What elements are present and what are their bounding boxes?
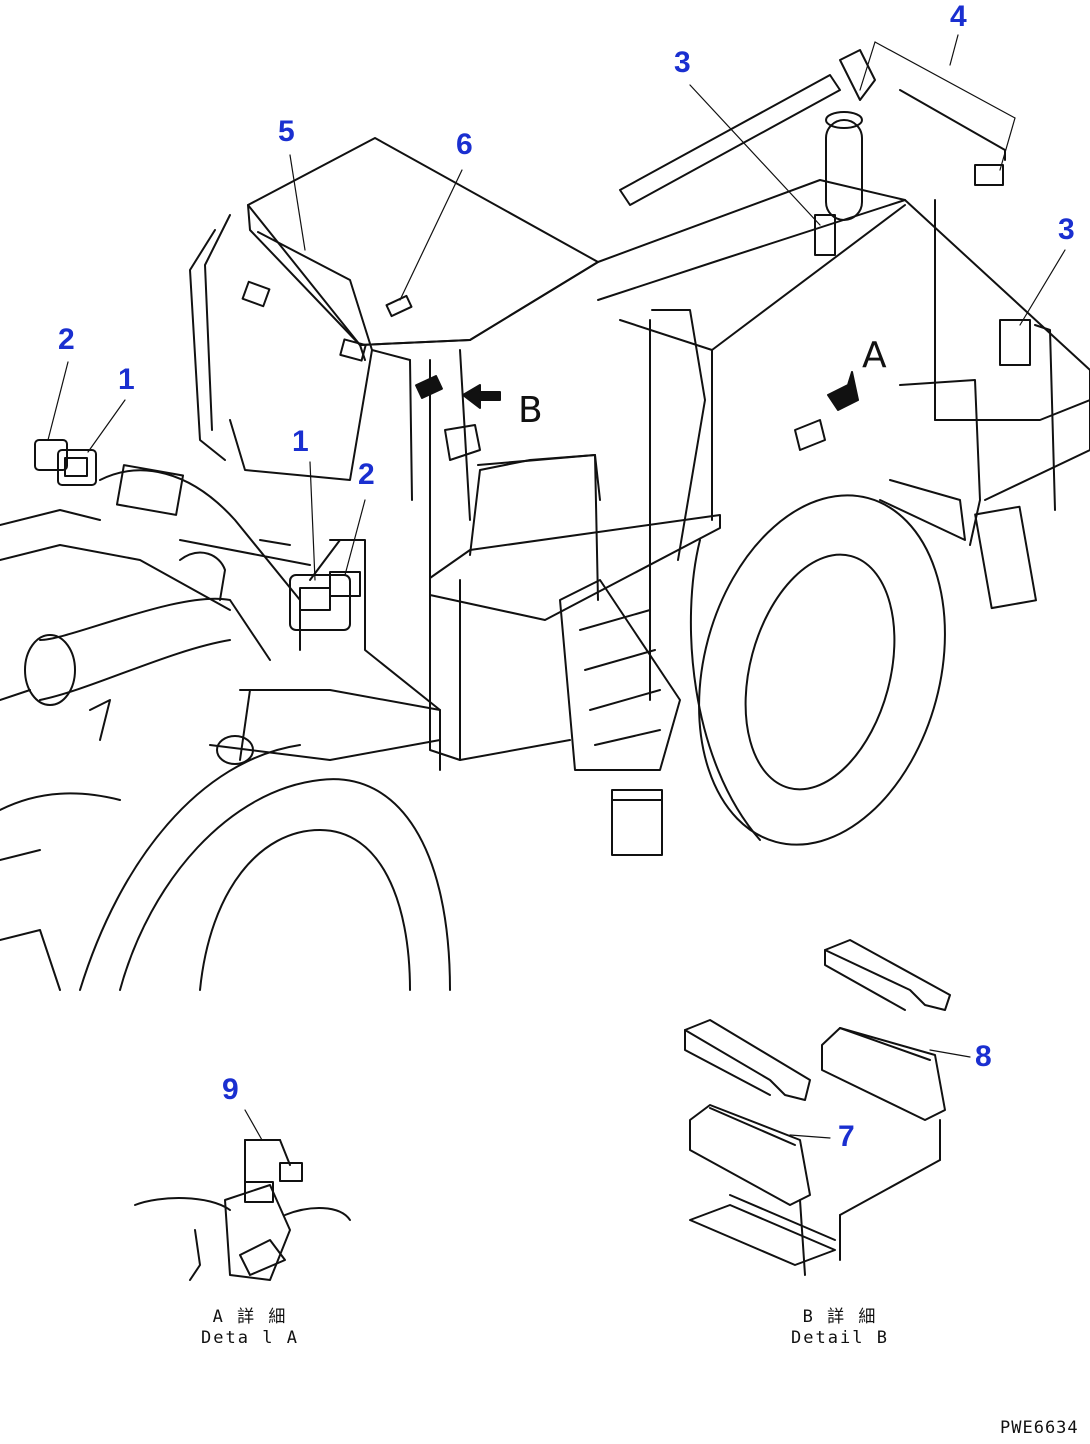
callout-1-left[interactable]: 1 [118,363,135,396]
cab [189,137,599,581]
callout-6[interactable]: 6 [456,128,473,161]
callout-9[interactable]: 9 [222,1073,239,1106]
front-wheel [79,744,451,991]
callout-1-right[interactable]: 1 [292,425,309,458]
callout-8[interactable]: 8 [975,1040,992,1073]
view-letter-a: A [862,335,887,376]
engine-hood [597,49,1090,610]
left-headlamps [34,439,97,486]
callout-2-left[interactable]: 2 [58,323,75,356]
front-frame [0,464,571,991]
callout-4[interactable]: 4 [950,0,967,33]
drawing-code: PWE6634 [1000,1418,1079,1438]
detail-b-label-jp: B 詳 細 [802,1307,878,1327]
detail-a-label: A 詳 細 Deta l A [180,1307,320,1350]
detail-a-label-jp: A 詳 細 [212,1307,288,1327]
detail-b-drawing [684,939,971,1276]
callout-3-rear[interactable]: 3 [1058,213,1075,246]
detail-b-label: B 詳 細 Detail B [770,1307,910,1350]
rear-wheel [689,494,946,846]
callout-5[interactable]: 5 [278,115,295,148]
callout-2-right[interactable]: 2 [358,458,375,491]
detail-b-label-en: Detail B [791,1328,889,1349]
view-letter-b: B [518,390,543,431]
callout-7[interactable]: 7 [838,1120,855,1153]
detail-a-drawing [134,1109,351,1281]
detail-a-label-en: Deta l A [201,1328,299,1349]
leader-lines [47,34,1066,581]
callout-3-top[interactable]: 3 [674,46,691,79]
